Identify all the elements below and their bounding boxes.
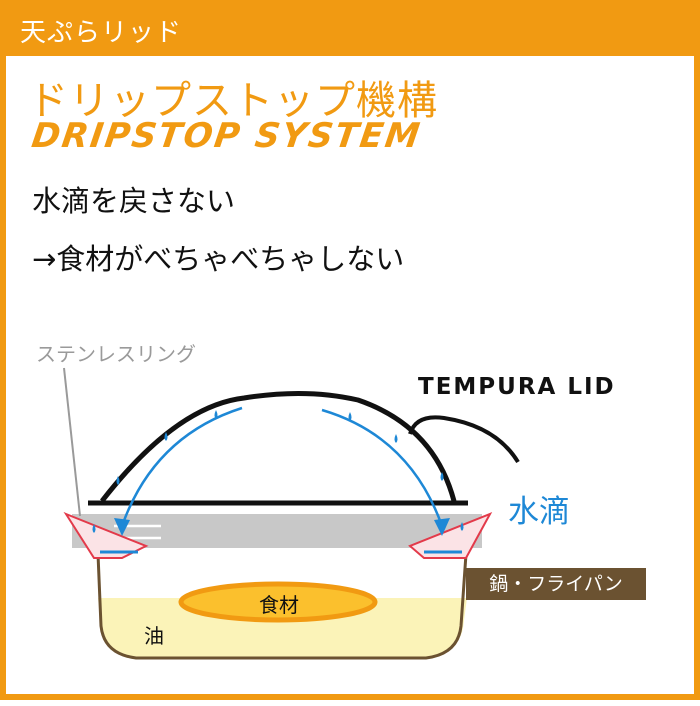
benefit-line-1: 水滴を戻さない xyxy=(32,184,236,218)
drip-arrow-right xyxy=(321,408,444,527)
benefit-line-2: →食材がべちゃべちゃしない xyxy=(32,242,405,276)
food-label: 食材 xyxy=(259,593,299,617)
lid-label: TEMPURA LID xyxy=(418,374,616,400)
drip-arrow-left xyxy=(120,406,243,527)
stainless-ring-right xyxy=(408,512,493,559)
title-japanese: ドリップストップ機構 xyxy=(28,78,438,124)
water-drop-label: 水滴 xyxy=(508,494,570,530)
pan-outline xyxy=(96,553,468,660)
lid-diagram xyxy=(63,367,520,660)
food-ellipse xyxy=(178,581,378,623)
ring-pointer xyxy=(63,367,81,517)
lid-handle xyxy=(408,415,520,464)
pan-label: 鍋・フライパン xyxy=(466,568,646,600)
stainless-ring-left xyxy=(63,511,149,559)
oil-label: 油 xyxy=(144,624,164,648)
lid-dome xyxy=(100,390,457,503)
header-bar: 天ぷらリッド xyxy=(6,6,700,56)
ring-label: ステンレスリング xyxy=(36,342,196,366)
header-tag: 天ぷらリッド xyxy=(20,18,183,48)
oil-fill xyxy=(98,598,467,658)
water-droplets xyxy=(92,410,464,533)
steam-band xyxy=(72,514,482,548)
